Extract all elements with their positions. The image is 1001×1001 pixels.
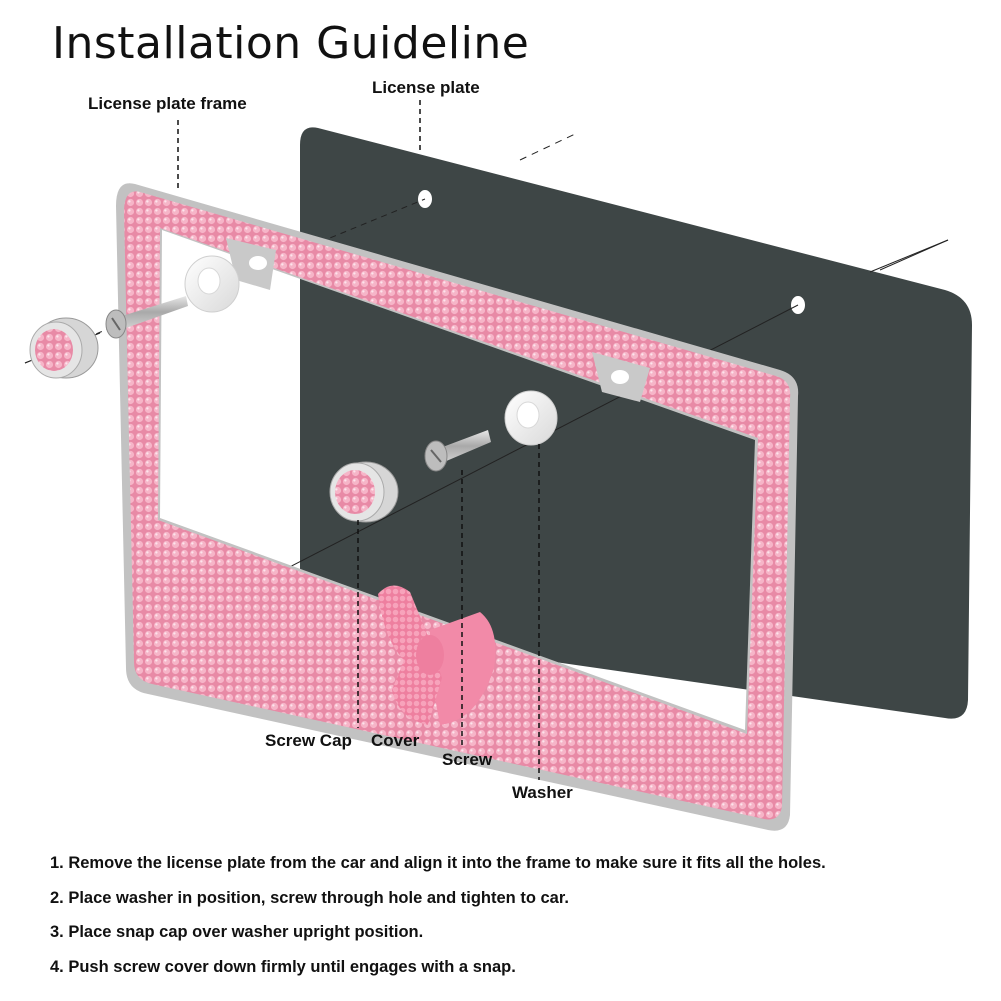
instruction-step: 1. Remove the license plate from the car… [50, 854, 826, 872]
washer-icon [184, 255, 240, 313]
instruction-steps: 1. Remove the license plate from the car… [50, 852, 826, 990]
instruction-step: 3. Place snap cap over washer upright po… [50, 923, 424, 941]
screw-label: Screw [442, 750, 493, 769]
instruction-step: 4. Push screw cover down firmly until en… [50, 957, 516, 976]
plate-label: License plate [372, 78, 480, 97]
screw-icon [105, 296, 188, 339]
screw-cap-label: Screw Cap [265, 731, 352, 750]
cover-label: Cover [371, 731, 420, 750]
frame-label: License plate frame [88, 94, 247, 113]
instruction-step: 2. Place washer in position, screw throu… [50, 888, 569, 907]
screw-cap-icon [329, 461, 399, 523]
screw-cap-icon [29, 317, 99, 379]
screw-icon [424, 430, 491, 472]
washer-label: Washer [512, 783, 573, 802]
callout-leaders [177, 100, 540, 780]
washer-icon [504, 390, 558, 446]
page-title: Installation Guideline [52, 18, 530, 69]
